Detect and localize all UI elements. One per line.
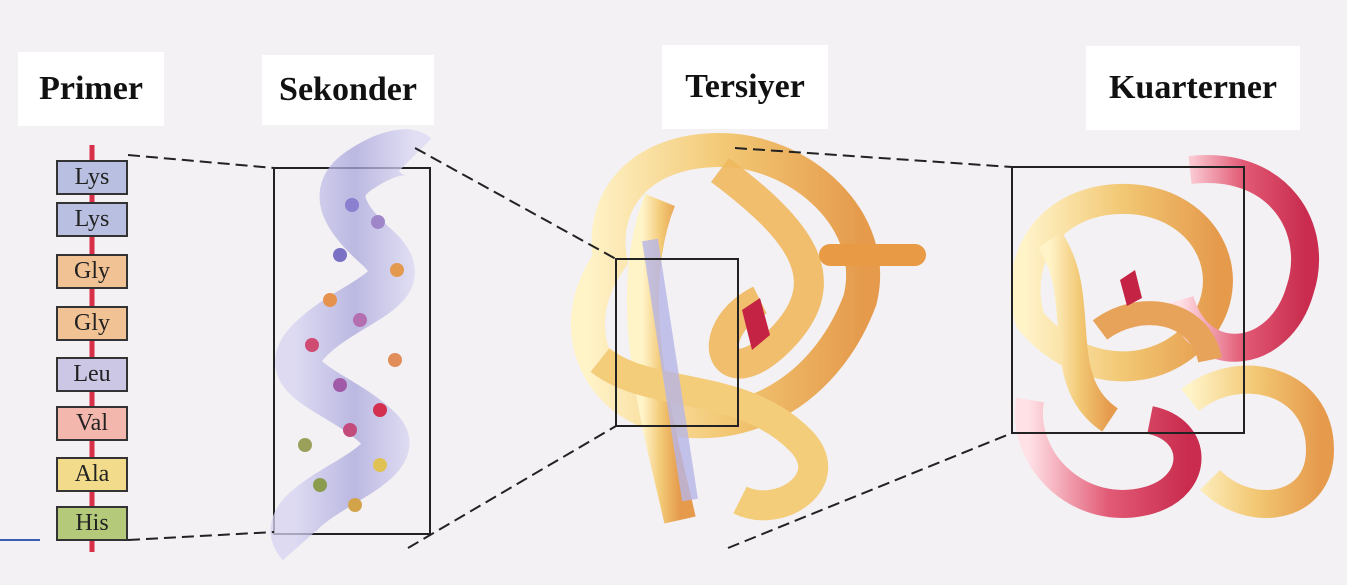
amino-acid-box: Gly bbox=[56, 306, 128, 341]
alpha-helix bbox=[274, 152, 430, 545]
amino-acid-box: Val bbox=[56, 406, 128, 441]
title-sekonder: Sekonder bbox=[262, 55, 434, 125]
tertiary-structure bbox=[588, 150, 915, 520]
amino-acid-box: Lys bbox=[56, 202, 128, 237]
title-kuarterner: Kuarterner bbox=[1086, 46, 1300, 130]
amino-acid-box: Gly bbox=[56, 254, 128, 289]
amino-acid-box: Leu bbox=[56, 357, 128, 392]
amino-acid-box: Ala bbox=[56, 457, 128, 492]
title-primer: Primer bbox=[18, 52, 164, 126]
amino-acid-box: Lys bbox=[56, 160, 128, 195]
zoom-lines-1 bbox=[128, 155, 274, 540]
amino-acid-box: His bbox=[56, 506, 128, 541]
quaternary-structure bbox=[1012, 167, 1320, 504]
title-tersiyer: Tersiyer bbox=[662, 45, 828, 129]
